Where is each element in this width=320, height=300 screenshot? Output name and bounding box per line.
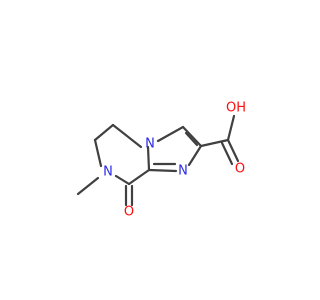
molecule-structure: N N N O O OH xyxy=(76,101,246,220)
atom-n-imidazole: N xyxy=(178,164,188,179)
bond-c5-c6 xyxy=(111,123,143,149)
atom-n-bridge: N xyxy=(145,137,155,152)
bond-n4-c3 xyxy=(156,125,185,143)
bond-c8-c8a xyxy=(127,168,151,186)
bond-n7-c8 xyxy=(114,174,131,186)
bond-c7-n7 xyxy=(93,138,103,168)
bond-c2-n1 xyxy=(187,144,203,167)
bond-c3-c2-double xyxy=(184,131,199,147)
atom-n-methyl: N xyxy=(103,165,113,180)
atom-oh-acid: OH xyxy=(226,101,246,116)
atom-o-lactam: O xyxy=(124,205,134,220)
bond-c3-c2 xyxy=(181,125,203,148)
bond-cooh-o xyxy=(226,138,240,163)
atom-o-carbonyl: O xyxy=(235,162,245,177)
bond-n7-methyl xyxy=(76,176,100,196)
bond-cooh-oh xyxy=(226,114,236,142)
bond-c2-cooh xyxy=(199,138,230,148)
bond-n1-c8a xyxy=(147,168,178,173)
bond-cooh-o-double xyxy=(220,141,234,166)
bond-c6-c7 xyxy=(93,123,115,142)
bond-c8a-n4 xyxy=(146,145,151,172)
